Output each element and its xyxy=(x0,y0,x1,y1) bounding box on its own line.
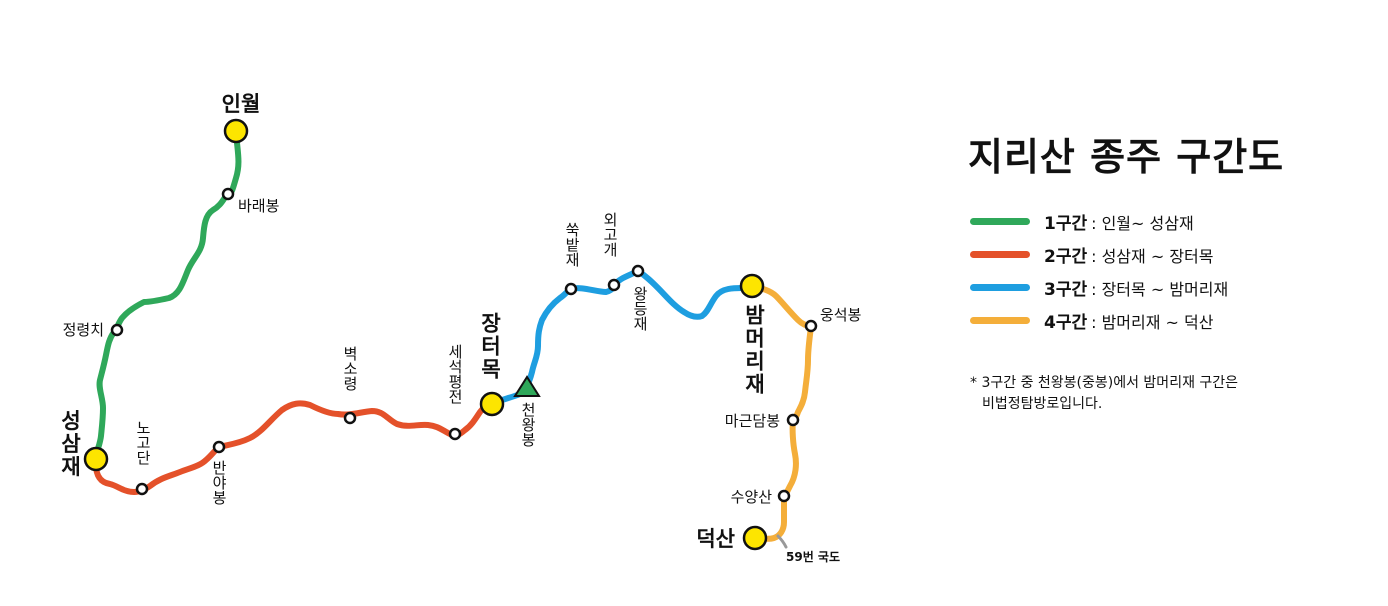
legend-section-4: 4구간 xyxy=(1044,313,1088,333)
jeongnyeongchi-label: 정령치 xyxy=(63,321,104,339)
legend-item-3: 3구간 : 장터목 ~ 밤머리재 xyxy=(970,271,1228,304)
sesekpyeongjeon-label: 세석평전 xyxy=(446,344,464,404)
legend-section-3: 3구간 xyxy=(1044,280,1088,300)
jangteomok-marker xyxy=(479,391,505,417)
legend-item-4: 4구간 : 밤머리재 ~ 덕산 xyxy=(970,304,1228,337)
footnote-line-2: 비법정탐방로입니다. xyxy=(982,396,1103,412)
bammeorijae-marker xyxy=(739,273,765,299)
legend-range-3: : 장터목 ~ 밤머리재 xyxy=(1091,279,1229,299)
byeoksoryeong-label: 벽소령 xyxy=(341,346,359,391)
legend-swatch-1 xyxy=(970,218,1030,225)
byeoksoryeong-waypoint xyxy=(343,411,357,425)
legend: 1구간 : 인월~ 성삼재 2구간 : 성삼재 ~ 장터목 3구간 : 장터목 … xyxy=(970,205,1228,337)
legend-item-1: 1구간 : 인월~ 성삼재 xyxy=(970,205,1228,238)
ssukbatjae-waypoint xyxy=(564,282,578,296)
ungseokbong-label: 웅석봉 xyxy=(820,306,861,324)
banyabong-waypoint xyxy=(212,440,226,454)
inwol-marker xyxy=(223,118,249,144)
legend-swatch-4 xyxy=(970,317,1030,324)
banyabong-label: 반야봉 xyxy=(210,460,228,505)
jangteomok-label: 장터목 xyxy=(478,312,502,381)
oegogae-label: 외고개 xyxy=(601,212,619,257)
suyangsan-waypoint xyxy=(777,489,791,503)
seongsamjae-label: 성삼재 xyxy=(58,410,82,479)
magendambong-label: 마근담봉 xyxy=(725,412,780,430)
legend-item-2: 2구간 : 성삼재 ~ 장터목 xyxy=(970,238,1228,271)
nogodan-waypoint xyxy=(135,482,149,496)
wangdeungjae-label: 왕등재 xyxy=(631,286,649,331)
bammeorijae-label: 밤머리재 xyxy=(742,304,766,396)
deoksan-marker xyxy=(742,525,768,551)
road-label: 59번 국도 xyxy=(786,549,840,564)
sesekpyeongjeon-waypoint xyxy=(448,427,462,441)
baraebong-label: 바래봉 xyxy=(238,197,279,215)
baraebong-waypoint xyxy=(221,187,235,201)
cheonwangbong-summit-icon xyxy=(513,375,541,397)
legend-swatch-3 xyxy=(970,284,1030,291)
oegogae-waypoint xyxy=(607,278,621,292)
road-spur xyxy=(776,534,788,549)
jeongnyeongchi-waypoint xyxy=(110,323,124,337)
section-2-trail xyxy=(92,400,495,495)
footnote: * 3구간 중 천왕봉(중봉)에서 밤머리재 구간은 비법정탐방로입니다. xyxy=(970,373,1238,415)
legend-range-1: : 인월~ 성삼재 xyxy=(1091,213,1194,233)
magendambong-waypoint xyxy=(786,413,800,427)
legend-section-1: 1구간 xyxy=(1044,214,1088,234)
wangdeungjae-waypoint xyxy=(631,264,645,278)
legend-range-4: : 밤머리재 ~ 덕산 xyxy=(1091,312,1214,332)
suyangsan-label: 수양산 xyxy=(731,488,773,506)
nogodan-label: 노고단 xyxy=(134,420,152,465)
legend-swatch-2 xyxy=(970,251,1030,258)
section-1-trail xyxy=(93,128,242,462)
seongsamjae-marker xyxy=(83,446,109,472)
cheonwangbong-label: 천왕봉 xyxy=(519,402,537,447)
ungseokbong-waypoint xyxy=(804,319,818,333)
ssukbatjae-label: 쑥밭재 xyxy=(563,222,581,267)
legend-range-2: : 성삼재 ~ 장터목 xyxy=(1091,246,1214,266)
legend-section-2: 2구간 xyxy=(1044,247,1088,267)
map-title: 지리산 종주 구간도 xyxy=(968,135,1285,179)
trail-map: 인월 성삼재 장터목 밤머리재 덕산 바래봉 정령치 웅석봉 마근담봉 수양산 … xyxy=(58,92,861,564)
footnote-line-1: * 3구간 중 천왕봉(중봉)에서 밤머리재 구간은 xyxy=(970,375,1239,391)
deoksan-label: 덕산 xyxy=(696,527,735,551)
inwol-label: 인월 xyxy=(222,92,261,116)
